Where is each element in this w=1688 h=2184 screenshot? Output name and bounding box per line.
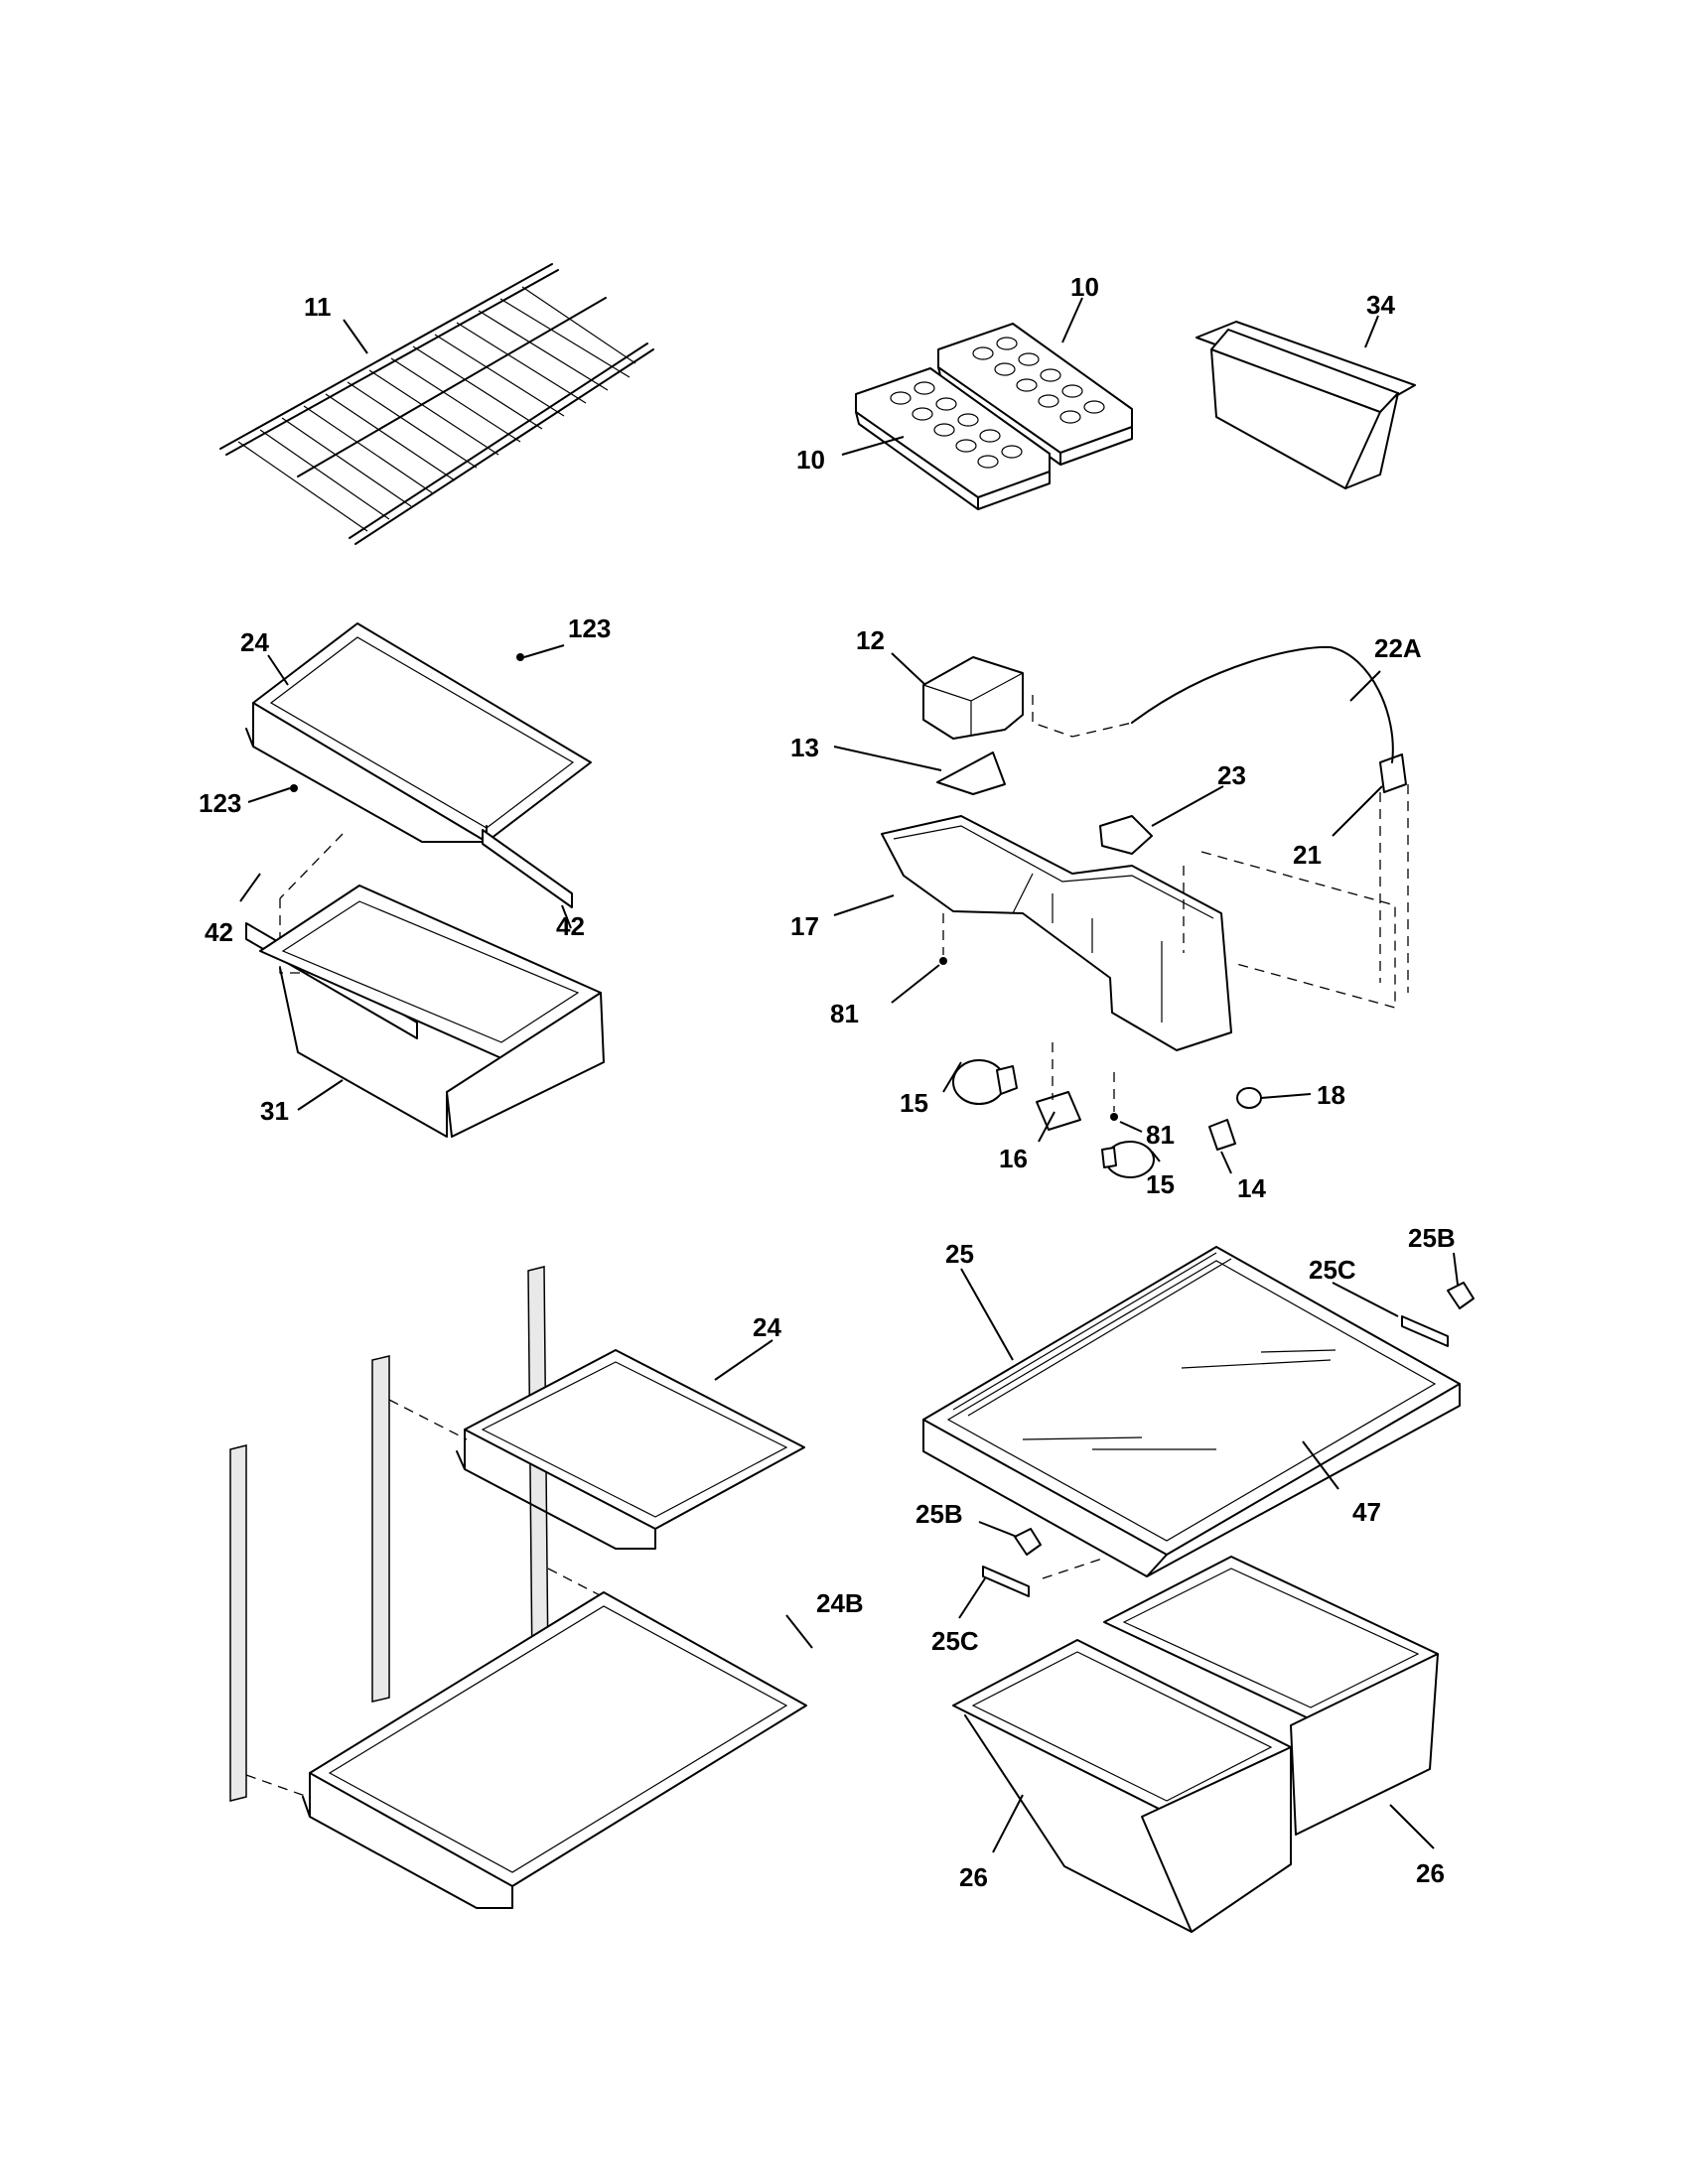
callout-42-right: 42	[556, 911, 585, 941]
callout-10-top: 10	[1070, 272, 1099, 302]
ice-tray-10-front	[855, 367, 1051, 510]
timer-23	[1099, 815, 1153, 855]
glass-shelf-24-bottom	[456, 1349, 805, 1550]
callout-25: 25	[945, 1239, 974, 1269]
callout-25b-left: 25B	[915, 1499, 963, 1529]
bulb-15-right	[1101, 1141, 1155, 1178]
callout-26-left: 26	[959, 1862, 988, 1892]
callout-26-right: 26	[1416, 1858, 1445, 1888]
switch-21	[1379, 753, 1407, 793]
guide-25c-left	[1042, 1558, 1103, 1579]
crisper-cover-frame-25	[922, 1246, 1461, 1577]
ladder-bracket-left	[229, 1444, 247, 1802]
callout-81-left: 81	[830, 999, 859, 1028]
screw-81-left	[939, 957, 947, 965]
guide-shelf-24b	[245, 1774, 309, 1798]
callout-15-left: 15	[900, 1088, 928, 1118]
crisper-drawer-26-left	[952, 1639, 1292, 1933]
wire-shelf-11	[219, 263, 654, 545]
clip-25b-left	[1014, 1528, 1042, 1556]
callout-25c-top: 25C	[1309, 1255, 1356, 1285]
callout-47: 47	[1352, 1497, 1381, 1527]
guide-screw-81	[942, 913, 1115, 1112]
callout-31: 31	[260, 1096, 289, 1126]
socket-16	[1036, 1091, 1081, 1131]
deflector-13	[936, 751, 1006, 795]
callout-21: 21	[1293, 840, 1322, 870]
screw-123-upper	[516, 653, 524, 661]
callout-17: 17	[790, 911, 819, 941]
rail-25c-left	[982, 1566, 1030, 1597]
clip-25b-top	[1447, 1282, 1475, 1309]
screw-81-right	[1110, 1113, 1118, 1121]
callout-123-upper: 123	[568, 614, 611, 643]
callout-24-bottom: 24	[753, 1312, 781, 1342]
callout-11: 11	[304, 292, 332, 322]
guide-22a	[1032, 695, 1133, 738]
callout-24b: 24B	[816, 1588, 864, 1618]
knob-18	[1236, 1087, 1262, 1109]
guide-24-31	[279, 833, 344, 974]
callout-18: 18	[1317, 1080, 1345, 1110]
callout-13: 13	[790, 733, 819, 762]
callout-15-right: 15	[1146, 1169, 1175, 1199]
callout-123-lower: 123	[199, 788, 241, 818]
switch-14	[1208, 1119, 1236, 1151]
rail-42-right	[482, 829, 573, 908]
wire-harness-22a	[1131, 645, 1394, 763]
callout-16: 16	[999, 1144, 1028, 1173]
glass-shelf-24-top	[245, 622, 592, 843]
guide-housing	[1183, 784, 1409, 1009]
callout-25c-left: 25C	[931, 1626, 979, 1656]
guide-shelf-24-bottom	[388, 1399, 607, 1599]
callout-81-right: 81	[1146, 1120, 1175, 1150]
callout-25b-top: 25B	[1408, 1223, 1456, 1253]
bulb-15-left	[952, 1059, 1018, 1105]
screw-123-lower	[290, 784, 298, 792]
callout-23: 23	[1217, 760, 1246, 790]
ladder-bracket-middle	[371, 1355, 390, 1703]
glass-shelf-24b	[302, 1591, 807, 1909]
callout-12: 12	[856, 625, 885, 655]
leader-lines	[239, 297, 1459, 1853]
callout-34: 34	[1366, 290, 1395, 320]
crisper-drawer-26-right	[1103, 1556, 1439, 1836]
ice-bucket-12	[922, 656, 1024, 740]
crisper-pan-31	[259, 885, 605, 1138]
storage-bin-34	[1196, 321, 1416, 489]
control-housing-17	[881, 815, 1232, 1051]
ice-tray-10-back	[937, 323, 1133, 466]
rail-25c-top	[1401, 1315, 1449, 1347]
callout-42-left: 42	[205, 917, 233, 947]
callout-10-bottom: 10	[796, 445, 825, 475]
callout-24-top: 24	[240, 627, 269, 657]
glass-panel-47	[1022, 1349, 1336, 1450]
callout-22a: 22A	[1374, 633, 1422, 663]
callout-14: 14	[1237, 1173, 1266, 1203]
callout-labels: 11 10 10 34 24 123 123 42 42 31 12 13 17…	[199, 272, 1456, 1892]
